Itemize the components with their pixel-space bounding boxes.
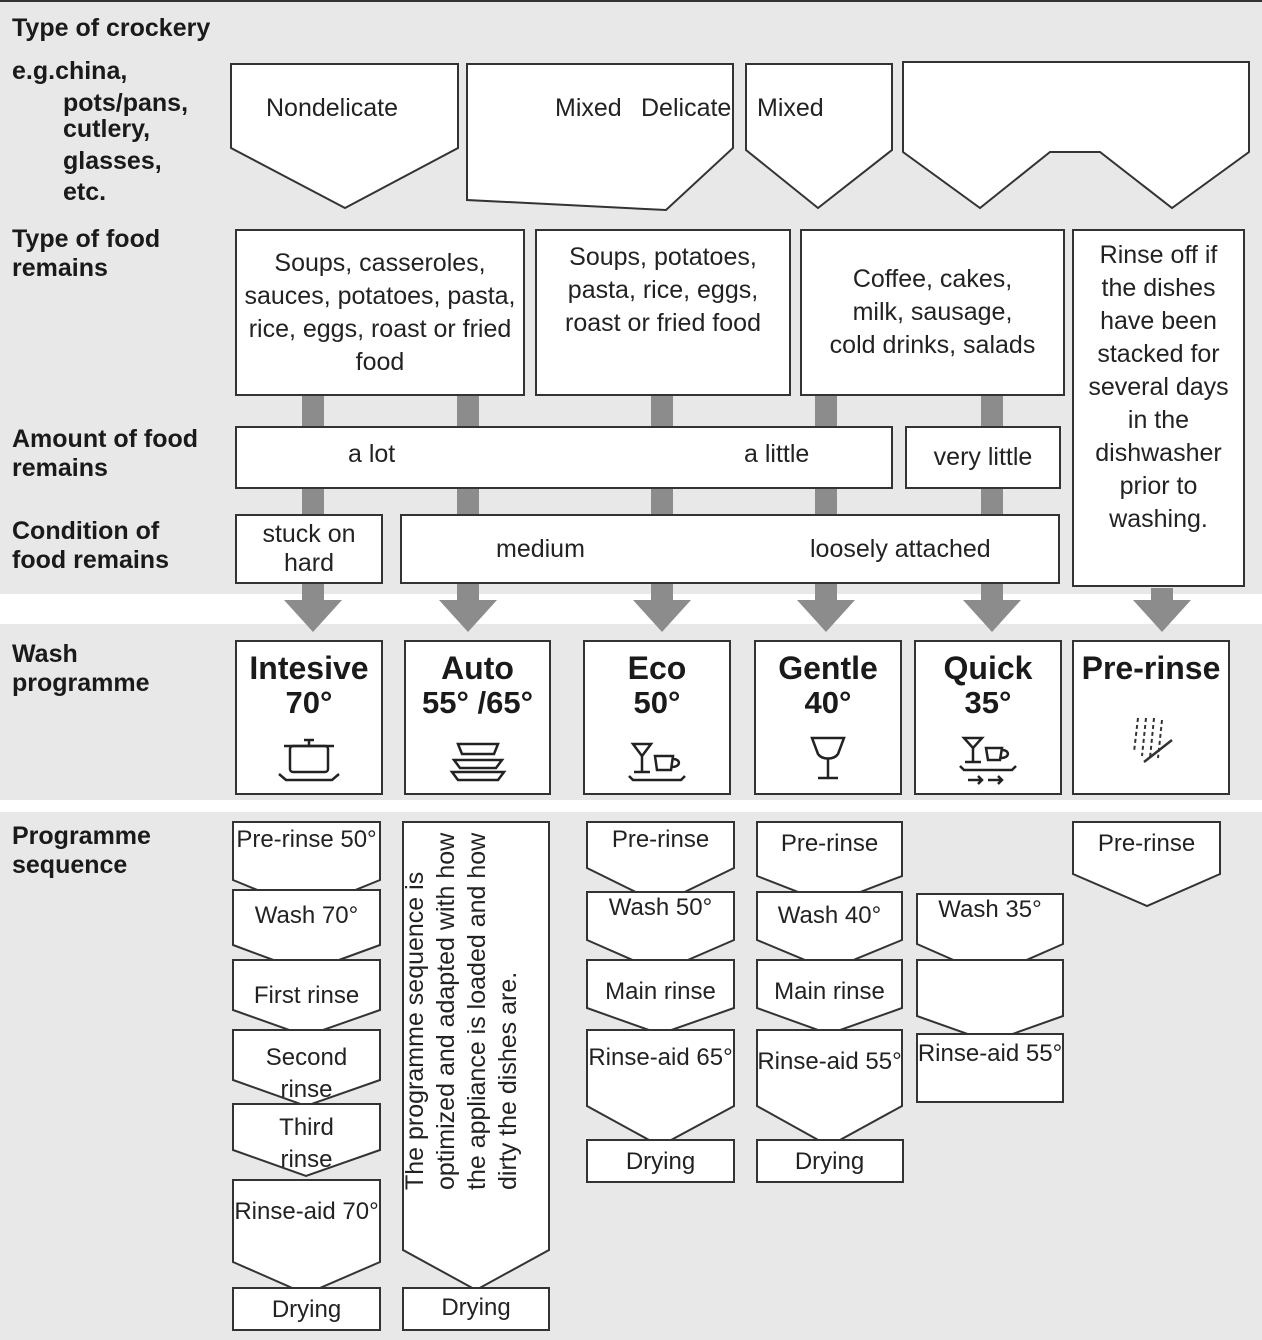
- crockery-mixed-2: Mixed: [757, 94, 824, 122]
- down-arrows: [284, 584, 1191, 632]
- label-condition: Condition of food remains: [12, 517, 169, 574]
- seq-intensive-third-rinse: Third rinse: [279, 1114, 334, 1173]
- seq-intensive-drying: Drying: [271, 1296, 342, 1323]
- programme-temp: 35°: [964, 685, 1012, 720]
- wine-glass-icon: [810, 736, 846, 780]
- seq-gentle-prerinse: Pre-rinse: [780, 830, 879, 857]
- condition-medium: medium: [496, 535, 585, 563]
- food-type-heavy: Soups, casseroles, sauces, potatoes, pas…: [235, 229, 525, 396]
- programme-name: Pre-rinse: [1081, 650, 1221, 686]
- crockery-delicate: Delicate: [641, 94, 732, 122]
- label-crockery: Type of crockery: [12, 14, 211, 42]
- programme-intensive[interactable]: Intesive 70°: [235, 640, 383, 795]
- programme-temp: 40°: [804, 685, 852, 720]
- glass-and-cup-icon: [628, 742, 686, 782]
- amount-a-lot: a lot: [348, 440, 396, 468]
- programme-quick[interactable]: Quick 35°: [914, 640, 1062, 795]
- programme-name: Auto: [441, 650, 514, 686]
- seq-eco-rinse-aid: Rinse-aid 65°: [588, 1044, 733, 1071]
- programme-temp: 55° /65°: [422, 685, 533, 720]
- seq-intensive-rinse-aid: Rinse-aid 70°: [234, 1198, 379, 1225]
- seq-quick-rinse-aid: Rinse-aid 55°: [917, 1040, 1063, 1067]
- amount-a-little: a little: [744, 440, 810, 468]
- quick-glass-cup-icon: [959, 736, 1017, 785]
- crockery-example-1: e.g.china,: [12, 57, 128, 85]
- crockery-nondelicate: Nondelicate: [266, 94, 399, 122]
- programme-name: Eco: [627, 650, 687, 686]
- seq-prerinse-prerinse: Pre-rinse: [1097, 830, 1196, 857]
- seq-intensive-first-rinse: First rinse: [253, 982, 360, 1009]
- label-sequence: Programme sequence: [12, 822, 151, 879]
- programme-temp: 70°: [285, 685, 333, 720]
- seq-eco-main-rinse: Main rinse: [605, 978, 716, 1005]
- crockery-example-2: pots/pans,: [63, 89, 189, 117]
- top-border: [0, 0, 1262, 2]
- seq-intensive-second-rinse: Second rinse: [265, 1044, 348, 1103]
- condition-bar: [400, 514, 1060, 584]
- label-food-type: Type of food remains: [12, 225, 161, 282]
- amount-very-little: very little: [905, 426, 1061, 489]
- food-type-prerinse: Rinse off if the dishes have been stacke…: [1072, 229, 1245, 587]
- amount-bar: [235, 426, 893, 489]
- seq-eco-prerinse: Pre-rinse: [611, 826, 710, 853]
- seq-gentle-wash: Wash 40°: [777, 902, 882, 929]
- crockery-example-4: glasses,: [63, 147, 162, 175]
- condition-stuck: stuck on hard: [235, 514, 383, 584]
- seq-gentle-main-rinse: Main rinse: [774, 978, 885, 1005]
- seq-auto-note: The programme sequence is optimized and …: [401, 832, 522, 1190]
- crockery-example-3: cutlery,: [63, 115, 151, 143]
- seq-eco-drying: Drying: [625, 1148, 696, 1175]
- seq-auto-drying: Drying: [441, 1294, 511, 1321]
- label-amount: Amount of food remains: [12, 425, 199, 482]
- crockery-pentagons: [230, 61, 1250, 212]
- stacked-plates-icon: [449, 742, 506, 782]
- programme-name: Intesive: [249, 650, 369, 686]
- pot-icon: [278, 738, 340, 782]
- spray-hand-icon: [1133, 717, 1173, 763]
- seq-intensive-prerinse: Pre-rinse 50°: [236, 826, 377, 853]
- seq-intensive-wash: Wash 70°: [254, 902, 359, 929]
- condition-loosely-attached: loosely attached: [810, 535, 991, 563]
- programme-prerinse[interactable]: Pre-rinse: [1072, 640, 1230, 795]
- programme-temp: 50°: [633, 685, 681, 720]
- seq-gentle-drying: Drying: [794, 1148, 865, 1175]
- seq-quick-wash: Wash 35°: [938, 896, 1042, 923]
- drying-boxes: [232, 1033, 1064, 1331]
- label-programme: Wash programme: [12, 640, 150, 697]
- seq-eco-wash: Wash 50°: [608, 894, 713, 921]
- seq-gentle-rinse-aid: Rinse-aid 55°: [757, 1048, 902, 1075]
- crockery-mixed: Mixed: [555, 94, 622, 122]
- programme-auto[interactable]: Auto 55° /65°: [404, 640, 551, 795]
- programme-name: Gentle: [778, 650, 878, 686]
- food-type-light: Coffee, cakes, milk, sausage, cold drink…: [800, 229, 1065, 396]
- programme-gentle[interactable]: Gentle 40°: [754, 640, 902, 795]
- connector-bars: [302, 396, 1003, 514]
- programme-eco[interactable]: Eco 50°: [583, 640, 731, 795]
- sequence-pentagons: [232, 821, 1221, 1296]
- crockery-example-5: etc.: [63, 178, 107, 206]
- programme-name: Quick: [943, 650, 1033, 686]
- food-type-medium: Soups, potatoes, pasta, rice, eggs, roas…: [535, 229, 791, 396]
